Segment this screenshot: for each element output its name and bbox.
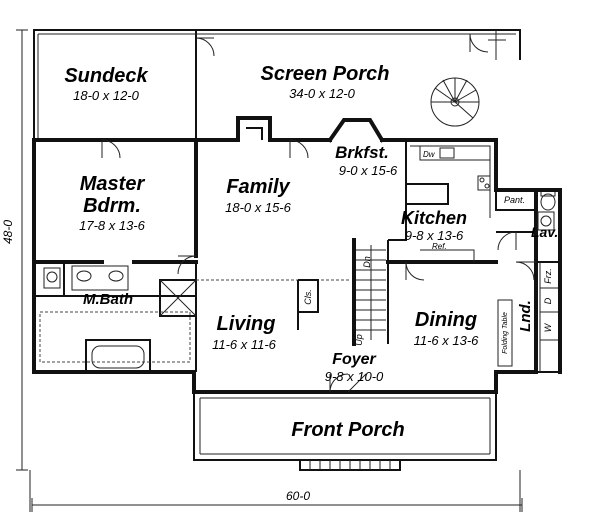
master-name-line2: Bdrm. xyxy=(83,195,141,217)
dining-dims: 11-6 x 13-6 xyxy=(414,333,480,348)
stair-up-label: Up xyxy=(354,334,364,346)
living-dims: 11-6 x 11-6 xyxy=(212,337,277,352)
fixture-labels: Pant. Lav. Lnd. Cls. Dw Ref. W D Frz. Fo… xyxy=(303,150,558,354)
dining-name: Dining xyxy=(415,309,477,331)
freezer-label: Frz. xyxy=(543,268,553,284)
mbath-name: M.Bath xyxy=(83,291,133,308)
living-name: Living xyxy=(217,313,276,335)
front-porch xyxy=(193,392,497,471)
kitchen-name: Kitchen xyxy=(401,208,467,228)
kitchen-dims: 9-8 x 13-6 xyxy=(405,228,464,243)
dishwasher-label: Dw xyxy=(423,150,436,159)
breakfast-name: Brkfst. xyxy=(335,143,389,162)
pantry-label: Pant. xyxy=(504,195,525,205)
interior-walls xyxy=(32,138,562,393)
rear-porch-outline xyxy=(33,29,521,138)
master-name-line1: Master xyxy=(80,173,146,195)
dimension-lines xyxy=(16,29,523,512)
spiral-stair xyxy=(430,77,480,127)
screen-porch-name: Screen Porch xyxy=(261,63,390,85)
screen-porch-dims: 34-0 x 12-0 xyxy=(289,86,356,101)
overall-depth-label: 48-0 xyxy=(1,220,15,244)
exterior-walls xyxy=(32,116,538,394)
family-name: Family xyxy=(226,176,290,198)
sundeck-dims: 18-0 x 12-0 xyxy=(73,88,140,103)
foyer-name: Foyer xyxy=(332,351,376,368)
washer-label: W xyxy=(543,322,553,332)
lav-label: Lav. xyxy=(531,224,558,240)
room-labels: Sundeck 18-0 x 12-0 Screen Porch 34-0 x … xyxy=(64,63,479,441)
stair-treads xyxy=(356,245,386,340)
breakfast-dims: 9-0 x 15-6 xyxy=(339,163,398,178)
folding-table-label: Folding Table xyxy=(502,312,509,354)
dryer-label: D xyxy=(543,297,553,304)
closet-label: Cls. xyxy=(303,289,313,305)
family-dims: 18-0 x 15-6 xyxy=(225,200,292,215)
sundeck-name: Sundeck xyxy=(64,65,148,87)
refrigerator-label: Ref. xyxy=(432,242,447,251)
overall-width-label: 60-0 xyxy=(286,489,310,503)
stair-dn-label: Dn xyxy=(362,256,372,268)
foyer-dims: 9-8 x 10-0 xyxy=(325,369,384,384)
front-porch-name: Front Porch xyxy=(291,419,404,441)
master-dims: 17-8 x 13-6 xyxy=(79,218,146,233)
laundry-label: Lnd. xyxy=(517,300,534,332)
